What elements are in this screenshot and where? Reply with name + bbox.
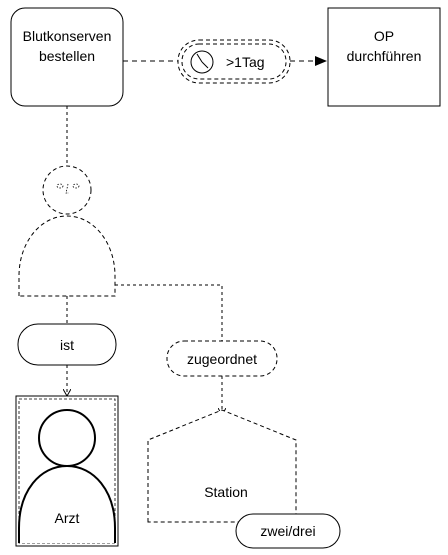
clock-icon bbox=[190, 50, 214, 74]
org-unit-station-label: Station bbox=[204, 484, 248, 500]
cardinality-station[interactable]: zwei/drei bbox=[235, 513, 341, 549]
role-arzt-label: Arzt bbox=[55, 510, 80, 526]
edge-person-to-zugeordnet bbox=[115, 284, 223, 341]
relation-ist-label: ist bbox=[60, 337, 74, 353]
relation-zugeordnet-label: zugeordnet bbox=[187, 351, 257, 367]
unknown-person-icon[interactable] bbox=[18, 165, 116, 297]
relation-ist[interactable]: ist bbox=[17, 323, 117, 366]
role-arzt[interactable]: Arzt bbox=[15, 395, 119, 547]
cardinality-station-label: zwei/drei bbox=[260, 523, 315, 539]
delay-label: >1Tag bbox=[226, 54, 265, 70]
relation-zugeordnet[interactable]: zugeordnet bbox=[166, 340, 278, 377]
person-icon bbox=[18, 409, 116, 543]
delay-node[interactable]: >1Tag bbox=[177, 39, 291, 84]
org-unit-station[interactable]: Station bbox=[147, 409, 297, 523]
